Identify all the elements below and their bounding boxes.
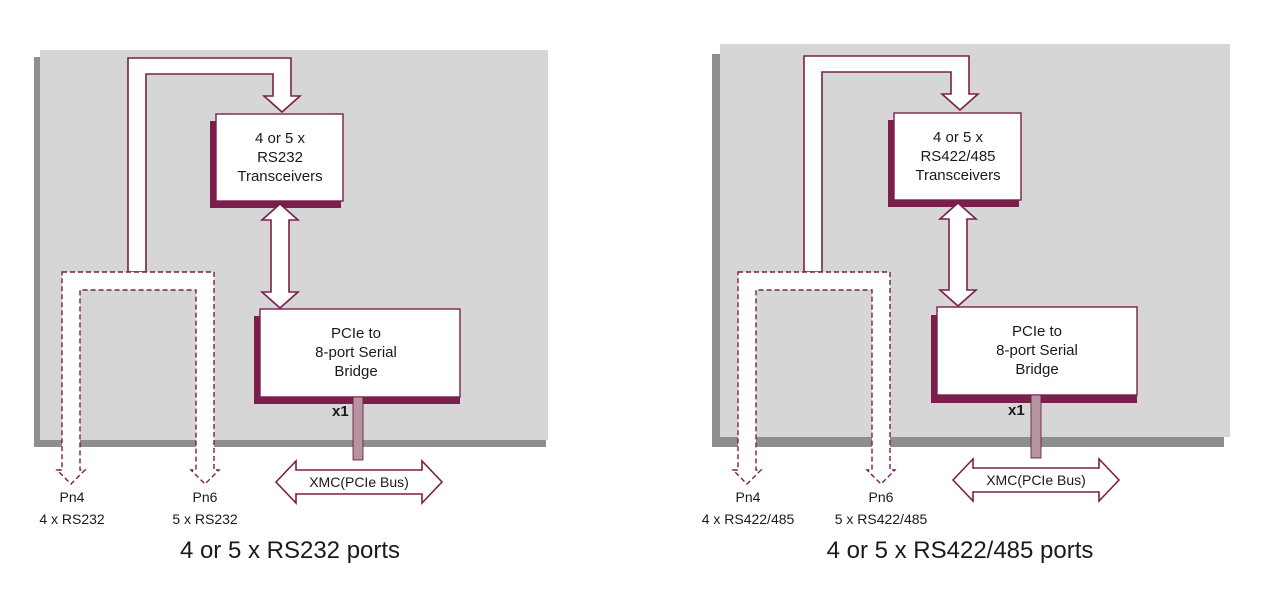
bridge-line-3: Bridge [334,363,377,380]
caption: 4 or 5 x RS422/485 ports [827,537,1094,564]
port-pn6-name: Pn6 [193,489,218,505]
transceiver-line-2: RS422/485 [920,148,995,165]
transceiver-line-3: Transceivers [237,168,322,185]
port-pn4-name: Pn4 [60,489,85,505]
port-pn6-name: Pn6 [869,489,894,505]
bidirectional-arrow [259,202,301,310]
transceiver-box [893,112,1022,201]
pcie-link-bar [352,396,364,461]
xmc-bus-label: XMC(PCIe Bus) [986,472,1086,488]
bridge-line-2: 8-port Serial [315,344,397,361]
routing-arrow [803,55,981,273]
port-routing-dashed [731,271,897,485]
xmc-bus-arrow [951,457,1121,503]
xmc-bus-label: XMC(PCIe Bus) [309,474,409,490]
port-pn4-desc: 4 x RS232 [39,511,105,527]
port-pn6-desc: 5 x RS232 [172,511,238,527]
pcie-link-bar [1030,394,1042,459]
bridge-line-1: PCIe to [331,325,381,342]
link-label: x1 [332,403,349,420]
xmc-bus-arrow [274,459,444,505]
transceiver-line-1: 4 or 5 x [933,129,984,146]
diagram-rs232: 4 or 5 x RS232 Transceivers PCIe to 8-po… [34,50,548,564]
caption: 4 or 5 x RS232 ports [180,537,400,564]
port-pn4-desc: 4 x RS422/485 [702,511,795,527]
bridge-line-3: Bridge [1015,361,1058,378]
bridge-line-2: 8-port Serial [996,342,1078,359]
transceiver-line-1: 4 or 5 x [255,130,306,147]
port-pn4-name: Pn4 [736,489,761,505]
transceiver-line-3: Transceivers [915,167,1000,184]
bridge-line-1: PCIe to [1012,323,1062,340]
link-label: x1 [1008,402,1025,419]
transceiver-line-2: RS232 [257,149,303,166]
port-routing-dashed [55,271,221,485]
transceiver-box [215,113,344,202]
bridge-box [259,308,461,398]
diagram-rs422-485: 4 or 5 x RS422/485 Transceivers PCIe to … [702,44,1230,564]
bidirectional-arrow [937,201,979,308]
port-pn6-desc: 5 x RS422/485 [835,511,928,527]
routing-arrow [127,57,303,273]
bridge-box [936,306,1138,396]
